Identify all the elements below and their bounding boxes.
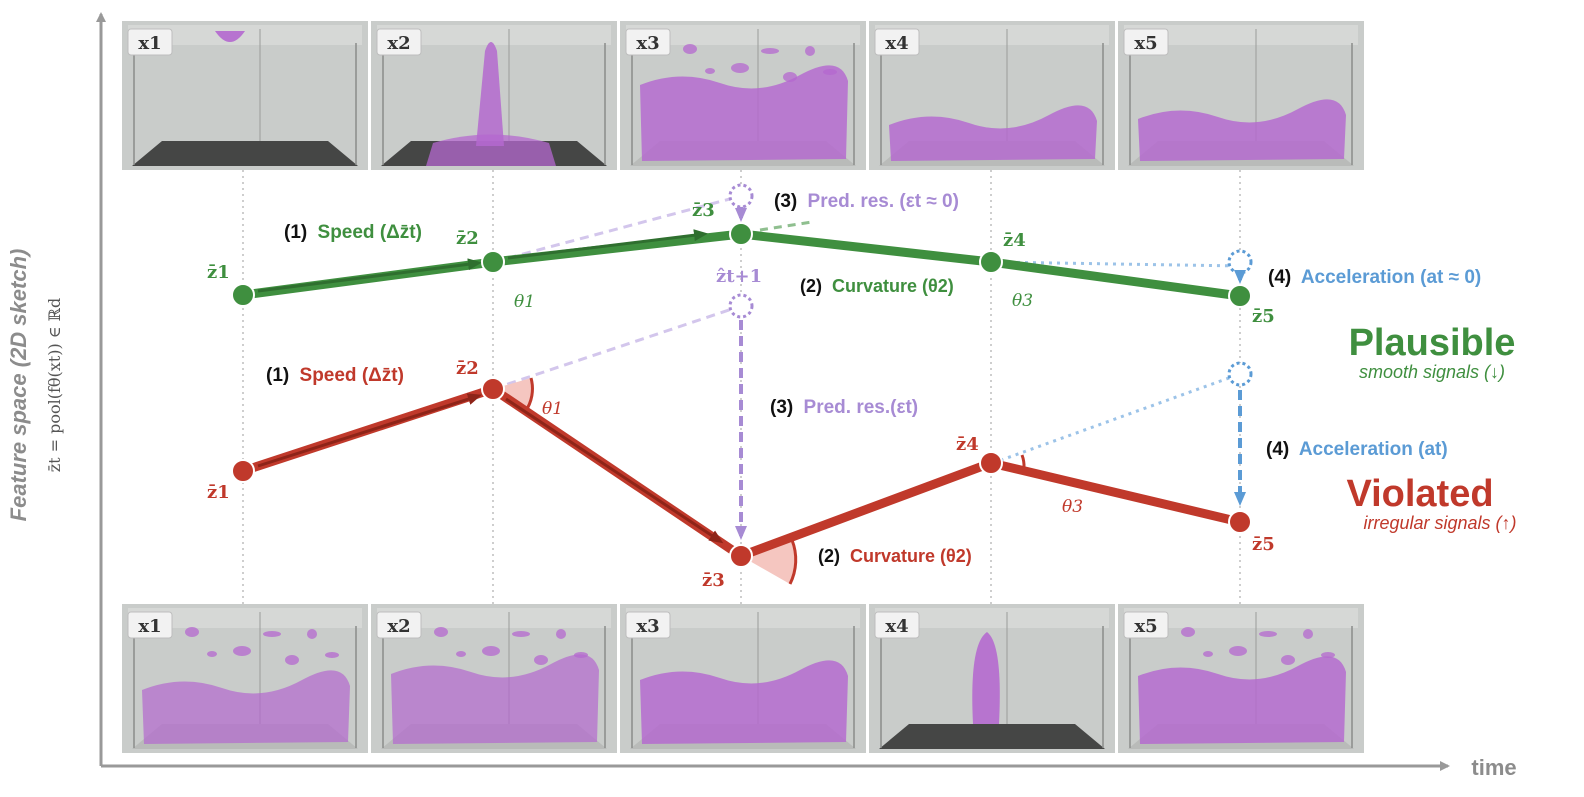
bottom-frame-label-1: x1 <box>138 616 161 637</box>
plausible-point-3 <box>730 223 752 245</box>
plausible-point-5 <box>1229 285 1251 307</box>
top-frame-3: x3 <box>620 21 866 170</box>
violated-accel-extension-line <box>993 374 1240 463</box>
x-axis-title: time <box>1471 755 1516 780</box>
plausible-pred-point-label: ẑt+1 <box>716 266 762 287</box>
bottom-frame-strip: x1 x2 x3 x4 x5 <box>122 604 1364 753</box>
plausible-speed-label: (1) Speed (Δz̄t) <box>284 222 422 243</box>
violated-trajectory <box>232 295 1251 584</box>
plausible-speed-arrow-1 <box>258 263 478 291</box>
plausible-point-label-4: z̄4 <box>1003 230 1026 251</box>
plausible-point-4 <box>980 251 1002 273</box>
plausible-trajectory <box>232 185 1251 307</box>
y-axis-formula: z̄t = pool(fθ(xt)) ∈ ℝd <box>45 298 64 473</box>
bottom-frame-3: x3 <box>620 604 866 753</box>
violated-angle-theta1: θ1 <box>542 399 563 419</box>
plausible-curvature-label: (2) Curvature (θ2) <box>800 276 954 296</box>
y-axis-title: Feature space (2D sketch) <box>6 249 31 522</box>
plausible-point-1 <box>232 284 254 306</box>
bottom-frame-label-2: x2 <box>387 616 410 637</box>
violated-accel-predicted-point <box>1229 363 1251 385</box>
top-frame-strip: x1 x2 x3 x4 x5 <box>122 21 1364 170</box>
violated-point-label-2: z̄2 <box>456 358 479 379</box>
top-frame-4: x4 <box>869 21 1115 170</box>
violated-point-2 <box>482 378 504 400</box>
violated-acceleration-label: (4) Acceleration (at) <box>1266 439 1448 460</box>
plausible-point-label-1: z̄1 <box>207 262 230 283</box>
violated-speed-arrow-1 <box>258 396 478 466</box>
top-frame-label-1: x1 <box>138 33 161 54</box>
top-frame-label-5: x5 <box>1134 33 1157 54</box>
bottom-frame-label-5: x5 <box>1134 616 1157 637</box>
plausible-point-2 <box>482 251 504 273</box>
violated-point-label-1: z̄1 <box>207 482 230 503</box>
top-frame-label-2: x2 <box>387 33 410 54</box>
bottom-frame-4: x4 <box>869 604 1115 753</box>
violated-pred-res-label: (3) Pred. res.(εt) <box>770 397 918 418</box>
plausible-angle-theta1: θ1 <box>514 292 535 312</box>
violated-point-1 <box>232 460 254 482</box>
violated-point-label-3: z̄3 <box>702 570 725 591</box>
violated-point-5 <box>1229 511 1251 533</box>
violated-point-label-5: z̄5 <box>1252 534 1275 555</box>
bottom-frame-1: x1 <box>122 604 368 753</box>
violated-speed-arrow-2 <box>506 399 720 541</box>
plausible-accel-predicted-point <box>1229 251 1251 273</box>
top-frame-1: x1 <box>122 21 368 170</box>
violated-point-label-4: z̄4 <box>956 434 979 455</box>
plausible-subtitle: smooth signals (↓) <box>1359 362 1505 382</box>
violated-curvature-label: (2) Curvature (θ2) <box>818 546 972 566</box>
plausible-angle-labels: θ1 θ3 <box>514 291 1033 312</box>
plausible-point-label-5: z̄5 <box>1252 306 1275 327</box>
bottom-frame-label-3: x3 <box>636 616 659 637</box>
plausible-angle-theta3: θ3 <box>1012 291 1033 311</box>
plausible-predicted-point <box>730 185 752 207</box>
violated-subtitle: irregular signals (↑) <box>1363 513 1516 533</box>
violated-point-4 <box>980 452 1002 474</box>
top-frame-5: x5 <box>1118 21 1364 170</box>
bottom-frame-label-4: x4 <box>885 616 908 637</box>
plausible-acceleration-label: (4) Acceleration (at ≈ 0) <box>1268 267 1481 288</box>
plausible-point-label-3: z̄3 <box>692 200 715 221</box>
top-frame-2: x2 <box>371 21 617 170</box>
top-frame-label-3: x3 <box>636 33 659 54</box>
plausible-pred-res-label: (3) Pred. res. (εt ≈ 0) <box>774 191 959 212</box>
violated-speed-label: (1) Speed (Δz̄t) <box>266 365 404 386</box>
top-frame-label-4: x4 <box>885 33 908 54</box>
violated-extrapolation-line <box>493 306 741 389</box>
violated-angle-theta3: θ3 <box>1062 497 1083 517</box>
bottom-frame-5: x5 <box>1118 604 1364 753</box>
plausible-extrapolation-line-2 <box>760 222 812 230</box>
plausible-title: Plausible <box>1349 322 1516 364</box>
bottom-frame-2: x2 <box>371 604 617 753</box>
plausible-point-label-2: z̄2 <box>456 228 479 249</box>
violated-predicted-point <box>730 295 752 317</box>
violated-title: Violated <box>1346 473 1493 515</box>
violated-point-3 <box>730 545 752 567</box>
